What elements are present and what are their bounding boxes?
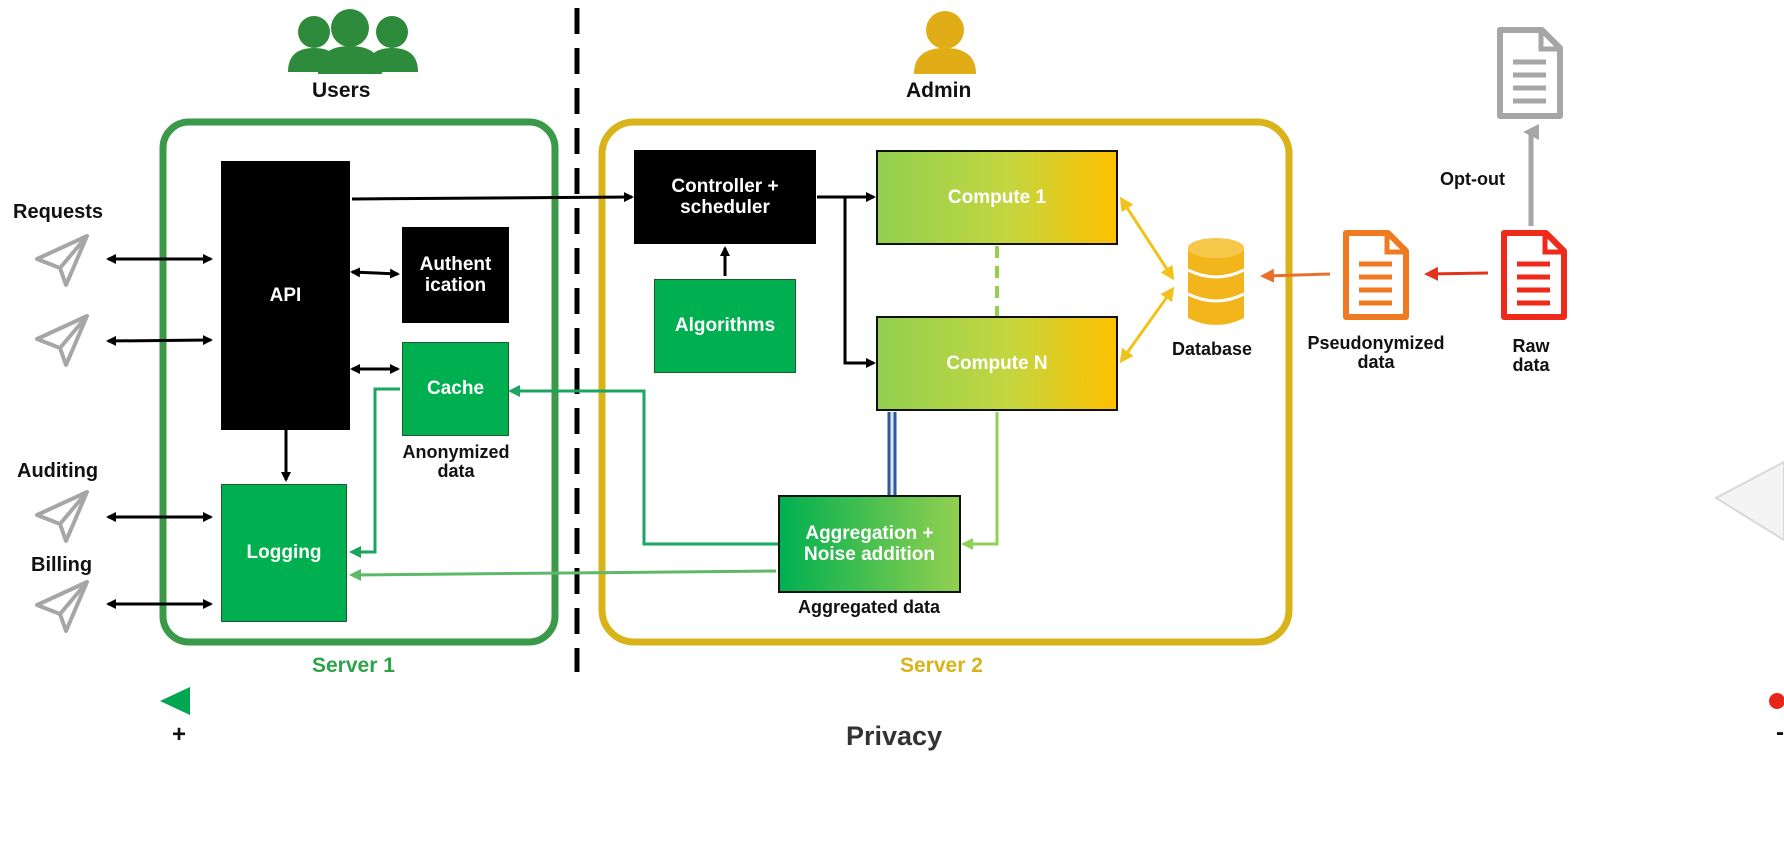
api-block: API <box>221 161 350 430</box>
algorithms-block: Algorithms <box>654 279 796 373</box>
arrow-compute1-database <box>1119 196 1175 281</box>
document-icon <box>1501 230 1567 320</box>
controller-scheduler-block: Controller + scheduler <box>634 150 816 244</box>
arrow-request-2 <box>106 335 213 346</box>
algorithms-label: Algorithms <box>674 315 776 337</box>
arrow-pseudonymized-database <box>1260 268 1331 283</box>
cache-label: Cache <box>426 378 485 400</box>
arrow-computeN-database <box>1119 286 1175 364</box>
users-group-icon <box>288 9 418 74</box>
database-label: Database <box>1172 339 1253 359</box>
server1-frame <box>159 118 559 646</box>
auditing-label: Auditing <box>17 460 99 482</box>
billing-label: Billing <box>31 554 93 576</box>
cache-block: Cache <box>402 342 509 436</box>
privacy-minus-label: - <box>1776 719 1784 746</box>
send-icon <box>35 490 89 543</box>
send-icon <box>35 234 89 287</box>
raw-data-label: Raw data <box>1512 336 1550 375</box>
server2-label: Server 2 <box>900 654 983 677</box>
compute-n-block: Compute N <box>876 316 1118 411</box>
controller-label: Controller + scheduler <box>671 175 779 218</box>
arrow-api-auth <box>350 267 400 279</box>
arrow-api-controller <box>351 192 634 203</box>
server1-label: Server 1 <box>312 654 395 677</box>
document-icon <box>1343 230 1409 320</box>
arrow-raw-pseudonymized <box>1424 266 1489 281</box>
arrow-controller-computeN <box>843 197 876 368</box>
page-curl-decoration <box>1713 460 1784 542</box>
privacy-arrowhead <box>160 687 190 715</box>
logging-block: Logging <box>221 484 347 622</box>
anonymized-data-label: Anonymized data <box>402 442 510 481</box>
opt-out-label: Opt-out <box>1440 169 1505 189</box>
document-icon <box>1497 27 1563 119</box>
authentication-block: Authent ication <box>402 227 509 323</box>
authentication-label: Authent ication <box>419 253 492 296</box>
privacy-end-dot <box>1769 693 1784 709</box>
aggregation-label: Aggregation + Noise addition <box>804 522 935 565</box>
aggregated-data-label: Aggregated data <box>797 597 941 617</box>
send-icon <box>35 314 89 367</box>
server2-frame <box>598 118 1293 646</box>
users-role-label: Users <box>312 79 371 102</box>
arrow-aggregation-cache <box>508 385 778 546</box>
privacy-label: Privacy <box>846 721 943 751</box>
admin-person-icon <box>914 11 976 74</box>
arrow-computeN-aggregation <box>961 412 999 550</box>
compute-n-label: Compute N <box>946 352 1048 374</box>
logging-label: Logging <box>246 542 322 564</box>
arrow-aggregation-logging <box>349 568 777 581</box>
database-icon <box>1187 238 1245 325</box>
compute-1-label: Compute 1 <box>947 186 1047 208</box>
pseudonymized-data-label: Pseudonymized data <box>1307 333 1445 372</box>
admin-role-label: Admin <box>906 79 972 102</box>
send-icon <box>35 580 89 633</box>
privacy-plus-label: + <box>172 721 187 748</box>
aggregation-noise-block: Aggregation + Noise addition <box>778 495 961 593</box>
requests-label: Requests <box>13 201 104 223</box>
arrow-cache-logging <box>349 387 400 558</box>
compute-1-block: Compute 1 <box>876 150 1118 245</box>
api-label: API <box>269 284 302 306</box>
